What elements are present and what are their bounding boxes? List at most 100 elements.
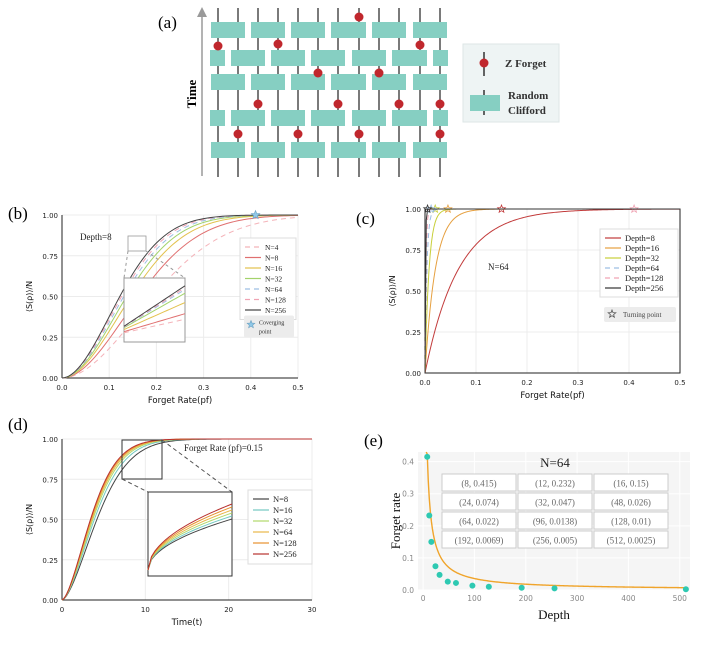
legend-converging-label: Coverging [259,321,284,327]
x-tick-label: 0.4 [245,384,257,392]
chart-title: N=64 [540,455,570,470]
z-forget-icon [354,129,364,139]
y-axis-label: ⟨S(ρ)⟩/N [25,504,34,535]
y-tick-label: 0.75 [405,247,421,255]
y-tick-label: 0.25 [42,334,58,342]
x-tick-label: 10 [141,606,150,614]
data-point [452,579,459,586]
table-cell [517,530,593,549]
x-tick-label: 300 [570,594,585,603]
z-forget-icon [374,68,384,78]
clifford-gate [433,110,448,126]
clifford-gate [413,74,447,90]
table-cell [441,473,517,492]
legend-extra-box [244,315,294,338]
legend-entry: N=8 [265,254,279,263]
inset-series-line [147,512,233,571]
inset-series-line [123,313,186,333]
legend-entry: N=16 [273,505,292,515]
inset-series-line [123,302,186,330]
inset-series-line [123,318,186,334]
panel-c-label: (c) [356,209,375,228]
y-tick-label: 0.75 [42,253,58,261]
turning-point-star-icon [629,203,639,214]
table-cell [593,530,669,549]
table-cell-text: (128, 0.01) [611,517,651,527]
data-point [426,512,433,519]
y-tick-label: 0.25 [405,329,421,337]
inset-series-line [147,515,233,571]
legend-entry: Depth=8 [625,233,655,243]
z-forget-icon [253,99,263,109]
data-point [424,453,431,460]
table-cell [517,492,593,511]
table-cell-text: (16, 0.15) [613,479,648,489]
clifford-gate [211,22,245,38]
clifford-gate [413,22,447,38]
clifford-gate [372,142,406,158]
x-tick-label: 0.0 [419,379,430,387]
z-forget-icon [293,129,303,139]
legend-box [247,489,313,565]
legend-entry: N=32 [265,275,282,284]
clifford-gate [392,50,427,66]
legend-entry: N=8 [273,494,288,504]
legend-entry: N=64 [273,527,293,537]
legend-entry: Depth=256 [625,283,663,293]
clifford-gate [211,74,245,90]
zoom-connector [161,439,233,493]
panel-a: (a) Time Z Forget Random Clifford [158,7,560,177]
x-tick-label: 0.0 [56,384,67,392]
y-tick-label: 0.00 [42,597,58,605]
clifford-gate [251,22,285,38]
z-forget-icon [479,58,489,68]
inset-series-line [123,289,186,328]
z-forget-icon [333,99,343,109]
x-tick-label: 0.1 [104,384,115,392]
legend-entry: Depth=16 [625,243,659,253]
legend-entry: N=32 [273,516,292,526]
table-cell [593,492,669,511]
y-tick-label: 0.3 [402,490,414,499]
panel-e-label: (e) [364,431,383,450]
table-cell-text: (64, 0.022) [459,517,499,527]
legend-entry: Depth=64 [625,263,660,273]
legend-entry: Depth=32 [625,253,659,263]
clifford-gate [291,22,325,38]
legend-z-forget: Z Forget [505,58,547,70]
inset-series-line [123,292,186,329]
zoom-connector [123,250,129,279]
x-tick-label: 0 [60,606,64,614]
data-point [518,584,525,591]
x-tick-label: 0.3 [198,384,209,392]
clifford-gate [413,142,447,158]
x-axis-label: Depth [538,607,570,622]
x-tick-label: 500 [673,594,688,603]
clifford-gate [291,74,325,90]
clifford-gate [271,50,305,66]
z-forget-icon [435,99,445,109]
table-cell [441,530,517,549]
x-tick-label: 0.3 [572,379,583,387]
legend-entry: N=4 [265,243,279,252]
clifford-gate [231,110,265,126]
x-tick-label: 0.2 [151,384,162,392]
turning-point-star-icon [422,203,433,214]
random-clifford-icon [470,95,500,111]
z-forget-icon [213,41,223,51]
clifford-gate [210,50,225,66]
data-point [551,585,558,592]
legend-entry: N=256 [265,306,286,315]
chart-annotation: Forget Rate (pf)=0.15 [184,443,263,453]
legend-entry: N=128 [265,296,286,305]
clifford-gate [211,142,245,158]
y-tick-label: 0.50 [42,294,58,302]
inset-series-line [123,285,186,327]
x-tick-label: 100 [467,594,482,603]
